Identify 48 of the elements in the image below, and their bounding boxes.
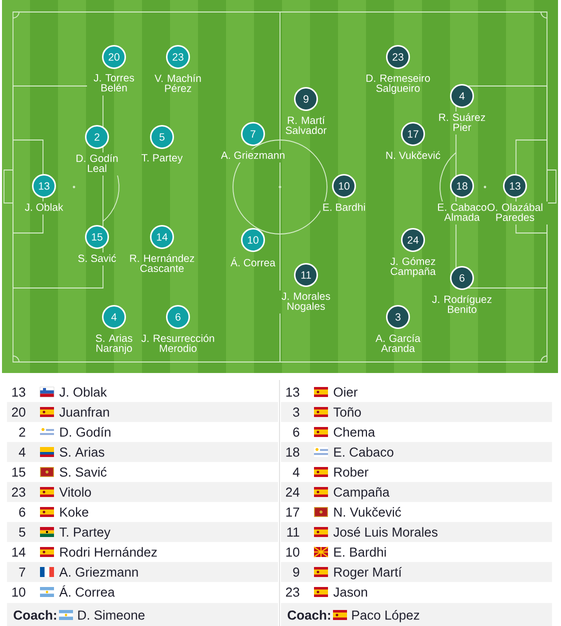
player-name: E. Cabaco — [334, 447, 394, 457]
player-name: Á. Correa — [59, 585, 115, 597]
player-name: Koke — [60, 507, 88, 517]
shirt-number: 5 — [19, 528, 26, 537]
player-name: D. Godín — [60, 427, 110, 437]
coach-label: Coach: — [14, 610, 56, 620]
shirt-number: 4 — [292, 468, 300, 477]
player-name: Roger Martí — [334, 567, 402, 580]
shirt-number: 11 — [287, 528, 300, 537]
player-name: Rober — [334, 467, 368, 477]
player-name: Vitolo — [59, 487, 91, 497]
player-name: Campaña — [334, 487, 390, 500]
player-name: A. Griezmann — [59, 567, 138, 577]
shirt-number: 4 — [18, 448, 26, 457]
shirt-number: 10 — [12, 588, 26, 597]
shirt-number: 23 — [286, 588, 300, 597]
player-name: S. Savić — [60, 467, 107, 477]
shirt-number: 18 — [286, 448, 300, 457]
player-name: S. Arias — [60, 447, 104, 457]
shirt-number: 13 — [12, 388, 26, 397]
shirt-number: 3 — [293, 408, 300, 417]
coach-name: Paco López — [352, 610, 420, 622]
shirt-number: 15 — [12, 468, 26, 477]
player-name: Toño — [334, 407, 361, 417]
shirt-number: 6 — [19, 508, 26, 517]
shirt-number: 20 — [12, 408, 26, 417]
shirt-number: 17 — [286, 508, 300, 517]
player-name: Rodri Hernández — [60, 547, 157, 557]
player-name: J. Oblak — [59, 387, 107, 397]
player-name: Chema — [334, 427, 376, 437]
player-name: Juanfran — [59, 407, 109, 417]
coach-label: Coach: — [288, 610, 330, 620]
coach-name: D. Simeone — [78, 610, 145, 620]
shirt-number: 10 — [286, 548, 300, 557]
shirt-number: 6 — [293, 428, 300, 437]
player-name: E. Bardhi — [334, 547, 386, 557]
player-name: T. Partey — [60, 528, 110, 540]
shirt-number: 23 — [12, 488, 26, 497]
player-name: N. Vukčević — [334, 507, 401, 517]
shirt-number: 7 — [19, 568, 26, 577]
shirt-number: 9 — [293, 568, 300, 577]
shirt-number: 14 — [12, 548, 26, 557]
player-name: Oier — [334, 387, 358, 397]
shirt-number: 13 — [286, 388, 300, 397]
shirt-number: 2 — [19, 428, 26, 437]
player-name: José Luis Morales — [333, 527, 438, 537]
player-name: Jason — [333, 588, 368, 597]
shirt-number: 24 — [286, 488, 300, 497]
